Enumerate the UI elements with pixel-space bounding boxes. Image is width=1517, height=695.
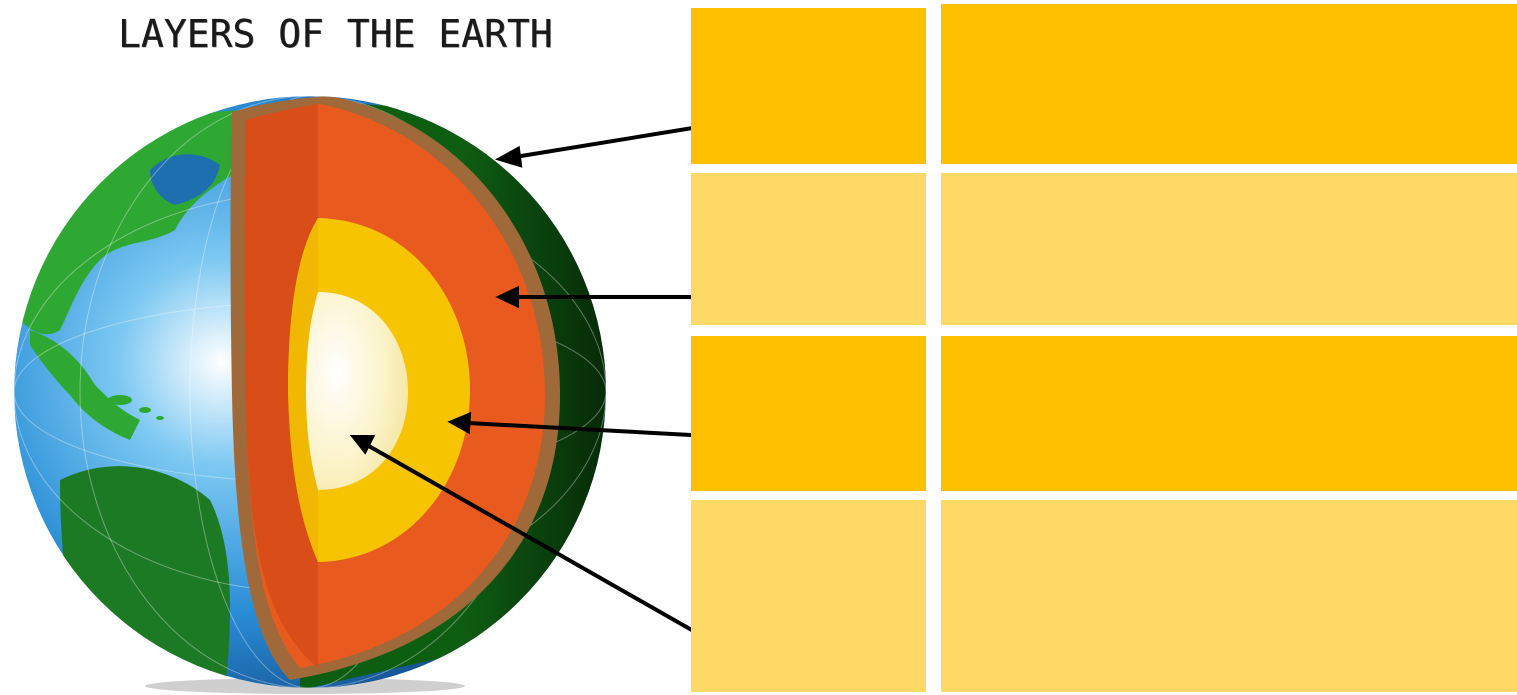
continent-south-america <box>60 466 230 690</box>
globe <box>14 96 606 690</box>
earth-layers-diagram <box>0 0 790 695</box>
arrow-crust-head <box>500 149 520 165</box>
island <box>139 407 151 413</box>
layer-label-cell <box>691 8 926 164</box>
layer-label-cell <box>691 336 926 491</box>
layer-description-cell <box>941 336 1517 491</box>
layer-label-cell <box>691 500 926 692</box>
layer-description-cell <box>941 500 1517 692</box>
layer-description-cell <box>941 4 1517 164</box>
layer-description-cell <box>941 173 1517 325</box>
island <box>108 395 132 405</box>
island <box>156 416 164 420</box>
layer-label-cell <box>691 173 926 325</box>
